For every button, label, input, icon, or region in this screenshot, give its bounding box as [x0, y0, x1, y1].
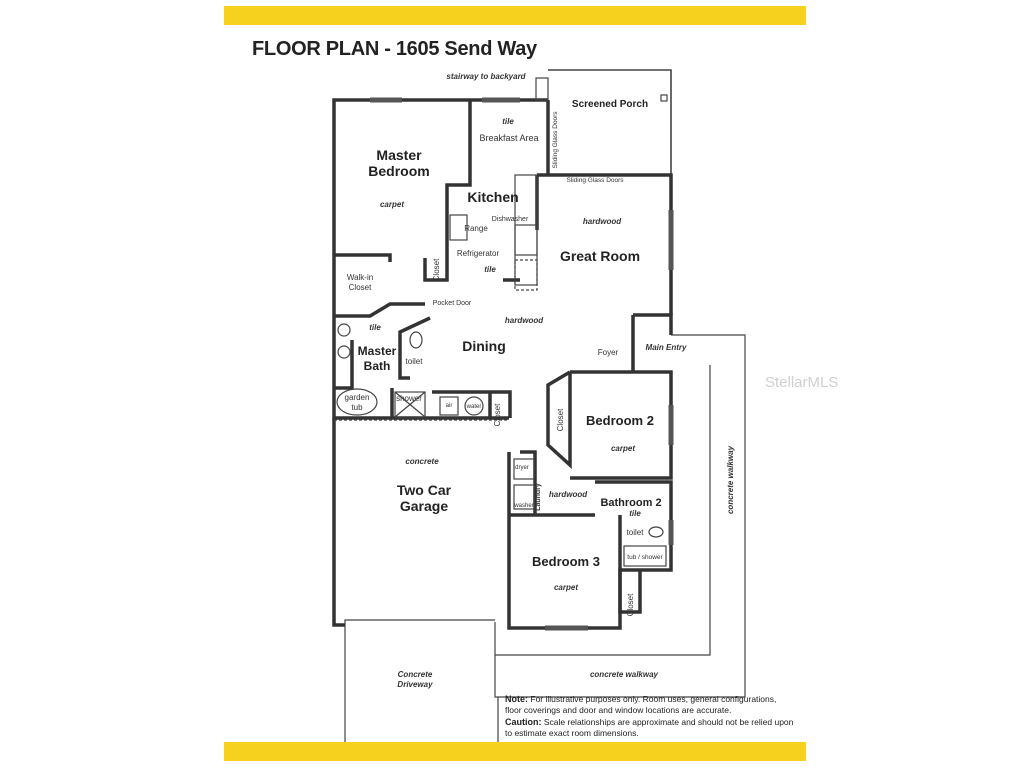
- room-master-bath-2: Bath: [364, 359, 391, 373]
- room-bedroom-2: Bedroom 2: [586, 413, 654, 428]
- sink-icon: [514, 224, 538, 256]
- label-closet-bedroom2: Closet: [556, 408, 565, 431]
- label-sliding-doors-1: Sliding Glass Doors: [552, 111, 559, 169]
- label-laundry: Laundry: [535, 483, 542, 511]
- room-dining: Dining: [462, 338, 506, 354]
- label-closet-bedroom3: Closet: [626, 593, 635, 616]
- floor-great-room: hardwood: [583, 217, 622, 226]
- floor-garage: concrete: [405, 457, 439, 466]
- watermark: StellarMLS: [765, 374, 839, 391]
- water-heater-icon: [464, 396, 484, 416]
- page-title: FLOOR PLAN - 1605 Send Way: [252, 38, 537, 60]
- label-garden-1: garden: [345, 393, 370, 402]
- label-walkway-vertical: concrete walkway: [726, 445, 735, 514]
- room-master-bedroom-2: Bedroom: [368, 163, 429, 179]
- label-closet-kitchen: Closet: [432, 258, 441, 281]
- note-label: Note:: [505, 694, 528, 704]
- label-air: air: [446, 403, 453, 409]
- floor-bedroom-2: carpet: [611, 444, 635, 453]
- bottom-yellow-band: [224, 742, 806, 761]
- room-great-room: Great Room: [560, 248, 640, 264]
- label-walkway-horizontal: concrete walkway: [590, 670, 659, 679]
- label-breakfast: Breakfast Area: [479, 133, 538, 143]
- fixtures: [336, 77, 668, 567]
- label-dishwasher: Dishwasher: [492, 216, 529, 223]
- label-dryer: dryer: [515, 465, 529, 471]
- label-shower: shower: [396, 394, 422, 403]
- floor-master-bath: tile: [369, 323, 381, 332]
- label-driveway-1: Concrete: [398, 670, 433, 679]
- label-toilet-master: toilet: [406, 357, 424, 366]
- room-kitchen: Kitchen: [467, 189, 518, 205]
- label-toilet-bath2: toilet: [627, 528, 645, 537]
- floor-kitchen: tile: [484, 265, 496, 274]
- note-text: For illustrative purposes only. Room use…: [505, 694, 777, 715]
- air-handler-icon: [439, 396, 459, 416]
- label-foyer: Foyer: [598, 348, 619, 357]
- label-water: water: [466, 404, 482, 410]
- floor-hall: hardwood: [549, 490, 588, 499]
- label-garden-2: tub: [351, 403, 363, 412]
- room-bedroom-3: Bedroom 3: [532, 554, 600, 569]
- caution-label: Caution:: [505, 717, 542, 727]
- tub-icon: [623, 545, 667, 567]
- label-washer: washer: [513, 503, 533, 509]
- windows: [370, 97, 674, 631]
- floor-master-bedroom: carpet: [380, 200, 404, 209]
- floor-bedroom-3: carpet: [554, 583, 578, 592]
- exterior-lines: [344, 334, 746, 742]
- label-driveway-2: Driveway: [397, 680, 433, 689]
- label-closet-hall: Closet: [493, 403, 502, 426]
- label-pocket-door: Pocket Door: [433, 300, 472, 307]
- label-walkin-2: Closet: [349, 283, 372, 292]
- caution-text: Scale relationships are approximate and …: [505, 717, 794, 738]
- floor-bathroom-2: tile: [629, 509, 641, 518]
- dryer-icon: [513, 458, 535, 480]
- label-stairway: stairway to backyard: [446, 72, 526, 81]
- washer-icon: [513, 484, 535, 510]
- toilet-icon: [409, 331, 423, 349]
- room-master-bedroom-1: Master: [376, 147, 422, 163]
- toilet-icon-2: [648, 526, 664, 538]
- label-refrigerator: Refrigerator: [457, 249, 500, 258]
- room-garage-2: Garage: [400, 498, 448, 514]
- label-sliding-doors-2: Sliding Glass Doors: [566, 177, 624, 184]
- top-yellow-band: [224, 6, 806, 25]
- garden-tub-icon: [336, 388, 378, 416]
- walls: [332, 69, 673, 630]
- disclaimer-note: Note: For illustrative purposes only. Ro…: [505, 694, 795, 738]
- floor-dining: hardwood: [505, 316, 544, 325]
- room-screened-porch: Screened Porch: [572, 99, 648, 110]
- room-bathroom-2: Bathroom 2: [600, 497, 661, 509]
- stairway-icon: [535, 77, 549, 101]
- floor-breakfast: tile: [502, 117, 514, 126]
- shower-icon: [394, 391, 426, 418]
- room-garage-1: Two Car: [397, 482, 452, 498]
- label-range: Range: [464, 224, 488, 233]
- range-icon: [449, 214, 468, 241]
- label-tub-shower: tub / shower: [627, 554, 663, 561]
- room-master-bath-1: Master: [358, 344, 397, 358]
- label-walkin-1: Walk-in: [347, 273, 373, 282]
- label-main-entry: Main Entry: [646, 343, 687, 352]
